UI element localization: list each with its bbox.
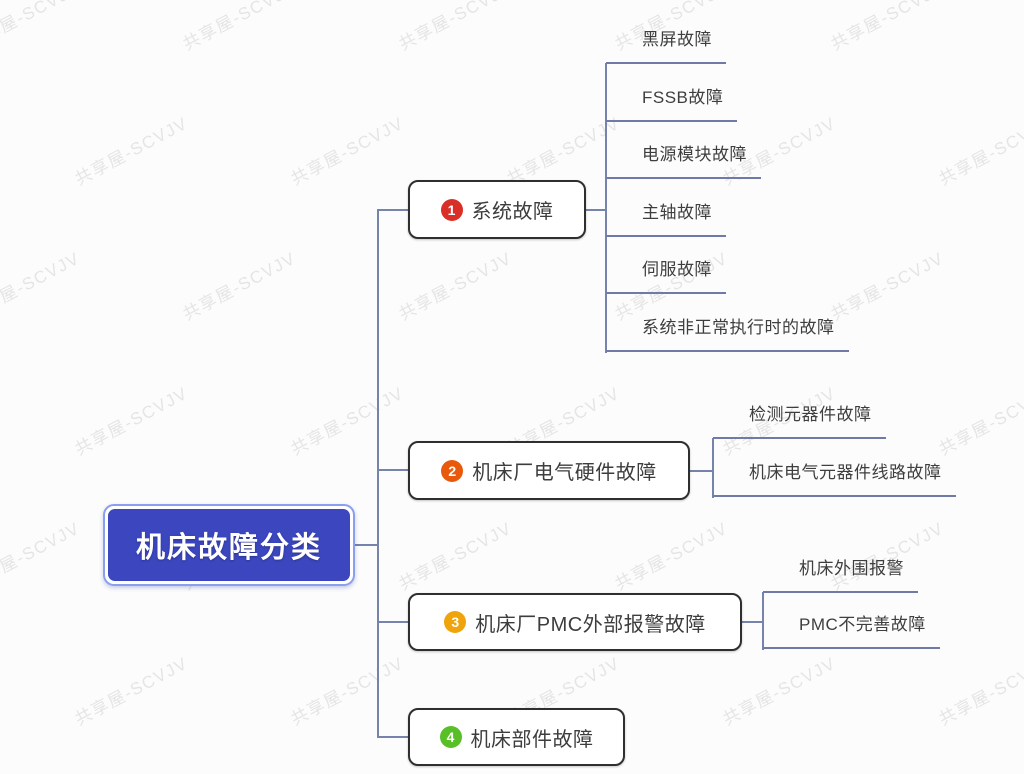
- branch-1-label: 系统故障: [471, 201, 554, 223]
- branch-2-leaf-1[interactable]: 检测元器件故障: [713, 403, 886, 439]
- leaf-label: FSSB故障: [642, 88, 724, 107]
- branch-2-label: 机床厂电气硬件故障: [472, 462, 657, 484]
- branch-3-number-badge: 3: [444, 611, 467, 633]
- leaf-label: 检测元器件故障: [749, 405, 872, 424]
- leaf-label: 机床电气元器件线路故障: [749, 463, 942, 482]
- branch-2-leaf-2[interactable]: 机床电气元器件线路故障: [713, 461, 956, 497]
- branch-4-number-badge: 4: [439, 726, 462, 748]
- leaf-label: 黑屏故障: [642, 30, 712, 49]
- leaf-label: 主轴故障: [642, 203, 712, 222]
- root-node-inner: 机床故障分类: [108, 509, 350, 581]
- branch-3-node[interactable]: 3 机床厂PMC外部报警故障: [408, 593, 742, 651]
- leaf-label: PMC不完善故障: [799, 615, 926, 634]
- branch-2-number-badge: 2: [441, 459, 464, 482]
- branch-1-leaf-1[interactable]: 黑屏故障: [606, 28, 726, 64]
- leaf-label: 系统非正常执行时的故障: [642, 318, 835, 337]
- branch-3-leaf-2[interactable]: PMC不完善故障: [763, 613, 940, 649]
- leaf-label: 电源模块故障: [642, 145, 747, 164]
- leaf-label: 机床外围报警: [799, 559, 904, 578]
- branch-1-number-badge: 1: [440, 198, 463, 221]
- root-node[interactable]: 机床故障分类: [103, 504, 355, 586]
- branch-1-leaf-6[interactable]: 系统非正常执行时的故障: [606, 316, 849, 352]
- branch-4-node[interactable]: 4 机床部件故障: [408, 708, 625, 766]
- branch-1-leaf-5[interactable]: 伺服故障: [606, 258, 726, 294]
- branch-1-leaf-4[interactable]: 主轴故障: [606, 201, 726, 237]
- branch-1-leaf-3[interactable]: 电源模块故障: [606, 143, 761, 179]
- branch-1-leaf-2[interactable]: FSSB故障: [606, 86, 738, 122]
- root-node-label: 机床故障分类: [135, 532, 322, 564]
- branch-3-label: 机床厂PMC外部报警故障: [475, 613, 706, 636]
- branch-3-leaf-1[interactable]: 机床外围报警: [763, 557, 918, 593]
- branch-2-node[interactable]: 2 机床厂电气硬件故障: [408, 441, 690, 500]
- branch-4-label: 机床部件故障: [470, 728, 594, 751]
- leaf-label: 伺服故障: [642, 260, 712, 279]
- branch-1-node[interactable]: 1 系统故障: [408, 180, 586, 239]
